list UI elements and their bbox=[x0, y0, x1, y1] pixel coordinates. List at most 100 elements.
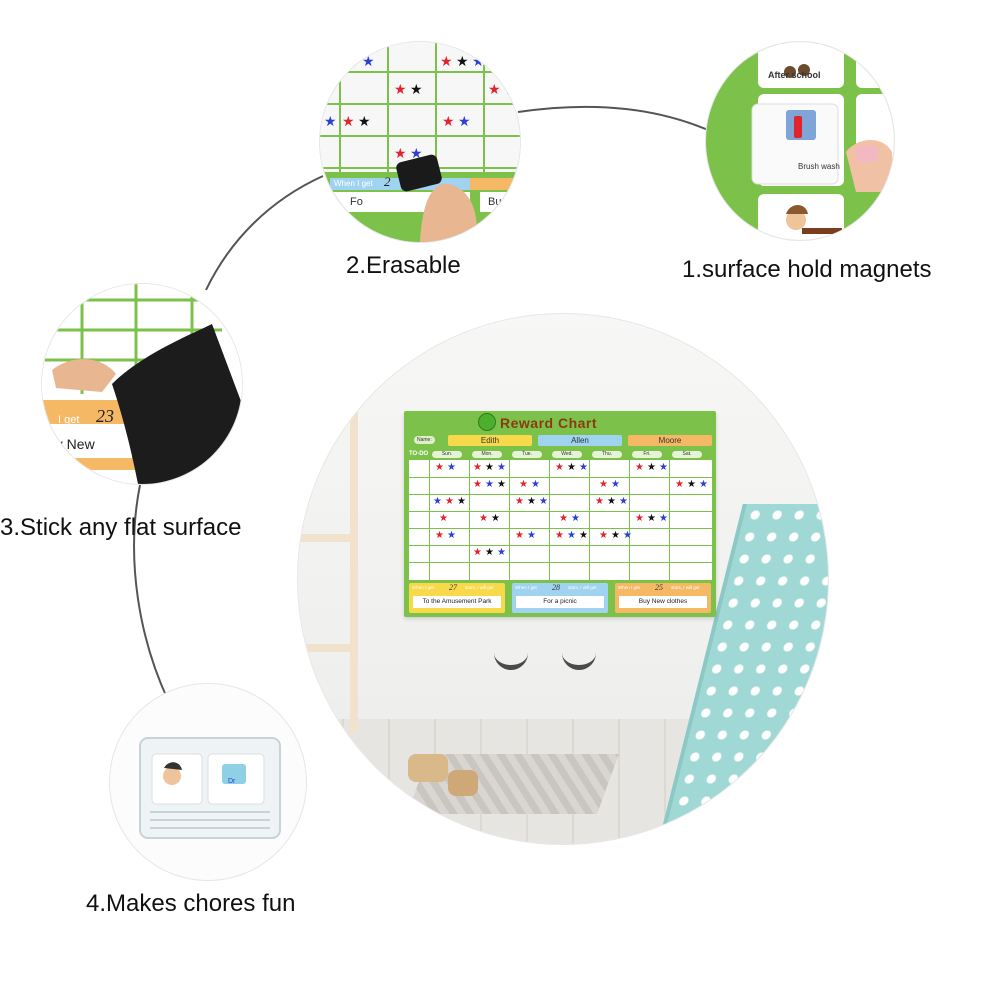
star-sticker: ★ bbox=[607, 496, 616, 507]
star-sticker: ★ bbox=[473, 462, 482, 473]
todo-label: TO-DO bbox=[409, 451, 429, 457]
star-sticker: ★ bbox=[531, 479, 540, 490]
stick-inset-photo: I get 23 uy New bbox=[42, 284, 242, 484]
feature-label-chores: 4.Makes chores fun bbox=[86, 890, 296, 917]
name-box-allen: Allen bbox=[538, 435, 622, 446]
goal-number: 27 bbox=[449, 583, 457, 592]
stick-board-drawing bbox=[42, 284, 242, 484]
feature-label-erasable: 2.Erasable bbox=[346, 252, 461, 279]
day-label: Sat. bbox=[672, 451, 702, 458]
day-label: Sun. bbox=[432, 451, 462, 458]
goal-reward: For a picnic bbox=[516, 596, 604, 608]
star-sticker: ★ bbox=[527, 496, 536, 507]
ladder-rung bbox=[298, 534, 358, 542]
erasable-grid-drawing: ★★ ★★★ ★★ ★★ ★★★ ★★ ★★ bbox=[320, 42, 520, 242]
chore-grid: ★ ★ ★ ★ ★ ★ ★ ★ ★ ★ ★ ★ ★ ★ ★ ★ ★ ★ ★ ★ … bbox=[409, 460, 712, 580]
star-sticker: ★ bbox=[659, 462, 668, 473]
ladder-left-rail bbox=[350, 404, 358, 734]
star-sticker: ★ bbox=[595, 496, 604, 507]
erasable-inset-photo: ★★ ★★★ ★★ ★★ ★★★ ★★ ★★ When I get 2 Fo B… bbox=[320, 42, 520, 242]
stick-goal-number: 23 bbox=[96, 406, 114, 426]
star-sticker: ★ bbox=[445, 496, 454, 507]
eyelash-decal-right bbox=[562, 651, 596, 670]
goal-suffix: stars, I will get bbox=[465, 585, 494, 590]
day-label: Tue. bbox=[512, 451, 542, 458]
star-sticker: ★ bbox=[635, 462, 644, 473]
wooden-toy bbox=[408, 754, 448, 782]
wooden-toy bbox=[448, 770, 478, 796]
star-sticker: ★ bbox=[439, 513, 448, 524]
svg-text:★: ★ bbox=[442, 114, 455, 130]
svg-text:★: ★ bbox=[324, 114, 337, 130]
erasable-goal-prefix: When I get bbox=[334, 179, 373, 188]
goal-suffix: stars, I will get bbox=[671, 585, 700, 590]
star-sticker: ★ bbox=[559, 513, 568, 524]
reward-chart-title: Reward Chart bbox=[500, 415, 598, 431]
star-sticker: ★ bbox=[659, 513, 668, 524]
feature-label-magnets: 1.surface hold magnets bbox=[682, 256, 932, 283]
star-sticker: ★ bbox=[485, 547, 494, 558]
magnet-card-brush-wash: Brush wash bbox=[798, 162, 840, 171]
star-sticker: ★ bbox=[599, 530, 608, 541]
star-sticker: ★ bbox=[457, 496, 466, 507]
goal-panel-allen: When I get 28 stars, I will get For a pi… bbox=[512, 583, 608, 613]
star-sticker: ★ bbox=[515, 530, 524, 541]
star-sticker: ★ bbox=[555, 462, 564, 473]
star-sticker: ★ bbox=[611, 530, 620, 541]
star-sticker: ★ bbox=[539, 496, 548, 507]
star-sticker: ★ bbox=[623, 530, 632, 541]
svg-text:★: ★ bbox=[488, 82, 501, 98]
star-sticker: ★ bbox=[433, 496, 442, 507]
star-sticker: ★ bbox=[647, 462, 656, 473]
star-sticker: ★ bbox=[567, 462, 576, 473]
star-sticker: ★ bbox=[435, 462, 444, 473]
ladder-rung bbox=[298, 644, 358, 652]
star-sticker: ★ bbox=[699, 479, 708, 490]
svg-text:★: ★ bbox=[458, 114, 471, 130]
star-sticker: ★ bbox=[555, 530, 564, 541]
star-sticker: ★ bbox=[485, 479, 494, 490]
star-sticker: ★ bbox=[571, 513, 580, 524]
svg-text:★: ★ bbox=[394, 82, 407, 98]
star-sticker: ★ bbox=[635, 513, 644, 524]
card-box-card-text: Dr bbox=[228, 778, 236, 785]
svg-text:★: ★ bbox=[342, 114, 355, 130]
day-label: Wed. bbox=[552, 451, 582, 458]
name-label: Name: bbox=[414, 436, 435, 444]
star-sticker: ★ bbox=[497, 547, 506, 558]
name-box-edith: Edith bbox=[448, 435, 532, 446]
frog-icon bbox=[478, 413, 496, 431]
magnet-inset-photo: After school Brush wash bbox=[706, 42, 894, 240]
erasable-goal-number: 2 bbox=[384, 174, 391, 189]
erasable-goal-text-right: Bu bbox=[488, 196, 502, 208]
star-sticker: ★ bbox=[479, 513, 488, 524]
star-sticker: ★ bbox=[611, 479, 620, 490]
star-sticker: ★ bbox=[519, 479, 528, 490]
goal-reward: To the Amusement Park bbox=[413, 596, 501, 608]
goal-panel-edith: When I get 27 stars, I will get To the A… bbox=[409, 583, 505, 613]
svg-text:★: ★ bbox=[362, 54, 375, 70]
star-sticker: ★ bbox=[527, 530, 536, 541]
star-sticker: ★ bbox=[675, 479, 684, 490]
star-sticker: ★ bbox=[515, 496, 524, 507]
star-sticker: ★ bbox=[579, 530, 588, 541]
svg-text:★: ★ bbox=[456, 54, 469, 70]
goal-number: 25 bbox=[655, 583, 663, 592]
star-sticker: ★ bbox=[491, 513, 500, 524]
star-sticker: ★ bbox=[447, 530, 456, 541]
star-sticker: ★ bbox=[435, 530, 444, 541]
star-sticker: ★ bbox=[473, 547, 482, 558]
room-scene-photo: Reward Chart Name: Edith Allen Moore TO-… bbox=[298, 314, 828, 844]
goal-prefix: When I get bbox=[412, 585, 434, 590]
star-sticker: ★ bbox=[619, 496, 628, 507]
svg-text:★: ★ bbox=[394, 146, 407, 162]
name-box-moore: Moore bbox=[628, 435, 712, 446]
star-sticker: ★ bbox=[497, 462, 506, 473]
star-sticker: ★ bbox=[579, 462, 588, 473]
goal-prefix: When I get bbox=[618, 585, 640, 590]
svg-text:★: ★ bbox=[358, 114, 371, 130]
star-sticker: ★ bbox=[497, 479, 506, 490]
erasable-goal-text-left: Fo bbox=[350, 196, 363, 208]
star-sticker: ★ bbox=[473, 479, 482, 490]
